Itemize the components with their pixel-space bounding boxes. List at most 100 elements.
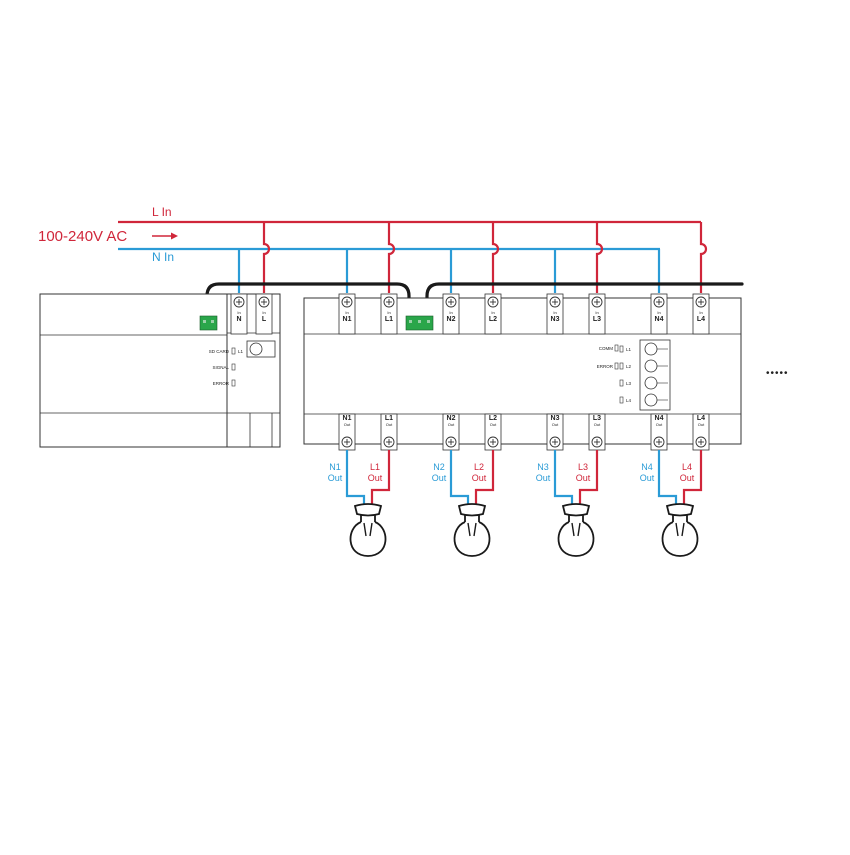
screw-icon: [487, 296, 499, 308]
terminal-sub-label: Out: [344, 422, 351, 427]
terminal-sub-label: In: [237, 310, 240, 315]
line-bus: [118, 220, 708, 293]
power-terminal-0[interactable]: InN: [230, 293, 248, 335]
terminal-label: N4: [655, 415, 664, 422]
led-label: SD CARD: [209, 349, 230, 354]
terminal-sub-label: Out: [594, 422, 601, 427]
light-bulb-icon: [349, 503, 387, 557]
terminal-label: N2: [447, 415, 456, 422]
power-led-0: SD CARD: [209, 347, 236, 355]
screw-icon: [233, 296, 245, 308]
channel-button-1[interactable]: L2: [619, 359, 668, 373]
terminal-label: L3: [593, 415, 601, 422]
comm-bus-cable: [205, 282, 744, 320]
terminal-sub-label: In: [699, 310, 702, 315]
terminal-sub-label: Out: [386, 422, 393, 427]
line-out-sub: Out: [368, 473, 383, 483]
terminal-label: N2: [447, 316, 456, 323]
line-out-sub: Out: [680, 473, 695, 483]
terminal-sub-label: In: [387, 310, 390, 315]
screw-icon: [653, 296, 665, 308]
terminal-label: L3: [593, 316, 601, 323]
light-bulb-icon: [557, 503, 595, 557]
screw-icon: [487, 436, 499, 448]
screw-icon: [258, 296, 270, 308]
screw-icon: [383, 296, 395, 308]
continuation-dots: •••••: [766, 368, 789, 379]
line-out-label: L3: [578, 462, 588, 472]
terminal-sub-label: In: [595, 310, 598, 315]
channel-button-3[interactable]: L4: [619, 393, 668, 407]
relay-module: [303, 297, 742, 445]
terminal-label: N: [236, 316, 241, 323]
relay-connector: [405, 315, 434, 331]
supply-arrow-icon: [152, 232, 178, 240]
neutral-out-label: N3: [537, 462, 549, 472]
terminal-sub-label: In: [262, 310, 265, 315]
led-label: ERROR: [597, 364, 614, 369]
screw-icon: [445, 436, 457, 448]
neutral-out-sub: Out: [536, 473, 551, 483]
line-out-sub: Out: [576, 473, 591, 483]
power-terminal-1[interactable]: InL: [255, 293, 273, 335]
neutral-out-sub: Out: [640, 473, 655, 483]
channel-button-label: L4: [626, 398, 632, 403]
line-out-sub: Out: [472, 473, 487, 483]
terminal-sub-label: In: [449, 310, 452, 315]
channel-button-2[interactable]: L3: [619, 376, 668, 390]
channel-button-label: L1: [626, 347, 632, 352]
led-label: COMM: [599, 346, 613, 351]
channel-button-0[interactable]: L1: [619, 342, 668, 356]
terminal-label: L1: [385, 316, 393, 323]
neutral-out-label: N1: [329, 462, 341, 472]
terminal-sub-label: In: [345, 310, 348, 315]
power-connector: [199, 315, 218, 331]
power-led-2: ERROR: [213, 379, 236, 387]
screw-icon: [695, 296, 707, 308]
screw-icon: [341, 436, 353, 448]
screw-icon: [591, 436, 603, 448]
screw-icon: [591, 296, 603, 308]
terminal-label: L2: [489, 415, 497, 422]
terminal-label: L1: [385, 415, 393, 422]
neutral-bus: [118, 247, 661, 293]
screw-icon: [341, 296, 353, 308]
line-output-wire: [682, 450, 703, 506]
voltage-label: 100-240V AC: [38, 228, 127, 245]
screw-icon: [695, 436, 707, 448]
neutral-output-wire: [345, 450, 366, 506]
relay-led-1: ERROR: [597, 362, 619, 370]
led-label: SIGNAL: [212, 365, 229, 370]
neutral-output-wire: [449, 450, 470, 506]
terminal-sub-label: In: [553, 310, 556, 315]
terminal-label: L2: [489, 316, 497, 323]
terminal-sub-label: Out: [552, 422, 559, 427]
terminal-sub-label: Out: [448, 422, 455, 427]
terminal-label: N1: [343, 415, 352, 422]
neutral-out-label: N2: [433, 462, 445, 472]
power-button[interactable]: [246, 340, 276, 358]
